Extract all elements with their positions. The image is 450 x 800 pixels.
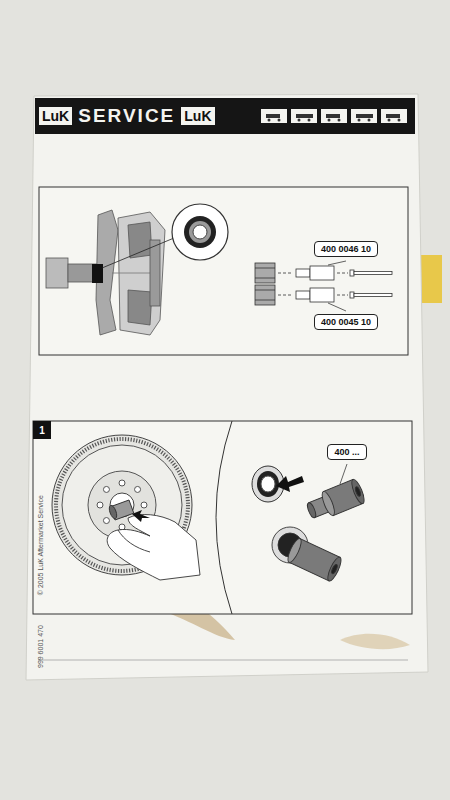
bolt-hole	[103, 486, 109, 492]
vehicle-icons	[261, 107, 411, 125]
step-number: 1	[39, 425, 45, 436]
service-title: SERVICE	[78, 105, 175, 127]
insert-arrow	[276, 476, 304, 492]
brand-logo: LuK	[39, 107, 72, 125]
detail-divider	[216, 421, 232, 614]
push-arrow	[132, 510, 150, 522]
bolt-hole	[103, 518, 109, 524]
part-number: 400 ...	[334, 447, 359, 457]
side-imprint: 999 6001 470 © 2005 LuK Aftermarket Servi…	[36, 465, 45, 668]
clutch-cross-section	[46, 210, 165, 335]
bolt-hole	[97, 502, 103, 508]
part-number-box: 400 0046 10	[314, 241, 378, 257]
imprint-text: © 2005 LuK Aftermarket Service	[37, 495, 44, 595]
panel-frame	[33, 421, 412, 614]
header-band: LuK SERVICE LuK	[35, 98, 415, 134]
hand-with-tool	[107, 500, 200, 580]
part-number: 400 0046 10	[321, 244, 371, 254]
brand-logo: LuK	[181, 107, 214, 125]
bolt-hole	[119, 480, 125, 486]
rule-line	[38, 660, 408, 661]
part-number-box: 400 ...	[327, 444, 366, 460]
puller-tool	[304, 478, 367, 523]
imprint-text: 999 6001 470	[37, 625, 44, 668]
step-number-box: 1	[33, 421, 51, 439]
tool-in-bearing	[272, 527, 344, 583]
bearing-detail	[172, 204, 228, 260]
leader-line	[340, 464, 347, 484]
panel-frame	[39, 187, 408, 355]
paper-sheet	[26, 94, 428, 680]
leader-line	[328, 303, 346, 311]
leader-line	[328, 261, 346, 265]
leader-line	[102, 238, 174, 268]
pilot-bearing	[92, 264, 103, 283]
bolt-hole	[135, 486, 141, 492]
tool-set	[255, 263, 392, 305]
part-number: 400 0045 10	[321, 317, 371, 327]
part-number-box: 400 0045 10	[314, 314, 378, 330]
bolt-hole	[141, 502, 147, 508]
